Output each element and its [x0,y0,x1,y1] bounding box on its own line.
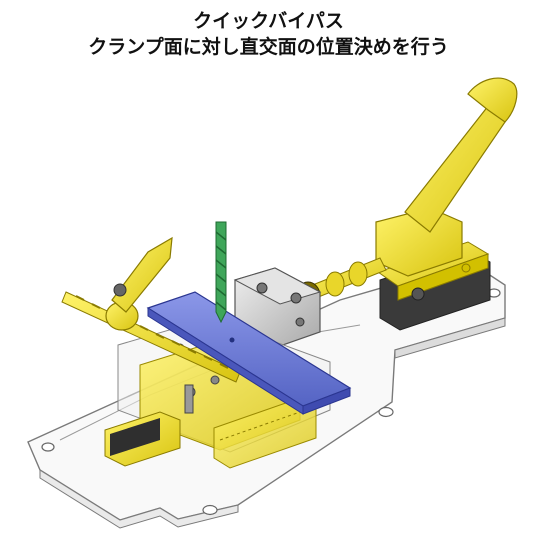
diagram-subtitle: クランプ面に対し直交面の位置決めを行う [88,36,449,58]
workpiece-bar [146,291,352,415]
toggle-clamp [375,77,518,331]
drill-bit [215,221,227,324]
base-hole [41,442,55,452]
base-hole [378,406,394,418]
diagram-title: クイックバイパス [193,10,344,32]
bolt-icon [411,287,425,301]
lever-handle [111,236,173,313]
lead-screw [61,236,241,383]
base-hole [202,504,218,516]
vise-block [233,267,322,347]
